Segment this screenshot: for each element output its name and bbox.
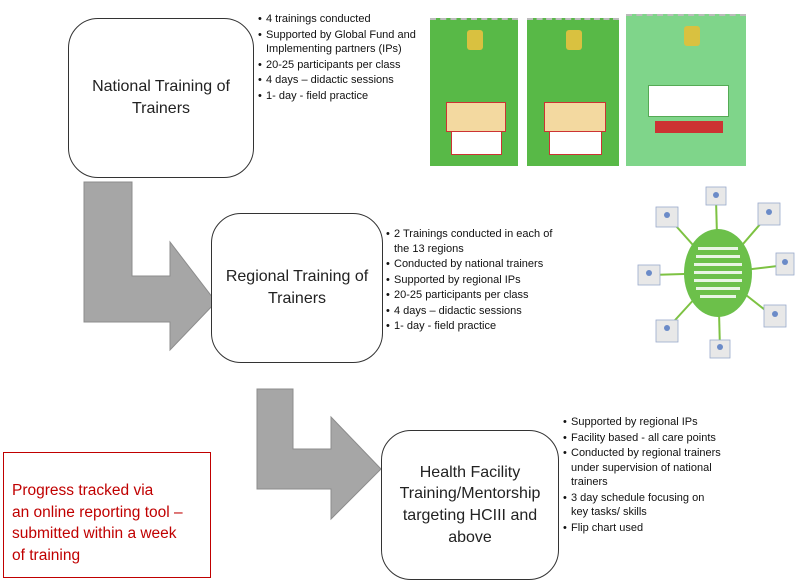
list-item: 1- day - field practice xyxy=(258,89,423,104)
national-training-title: National Training of Trainers xyxy=(92,78,230,117)
list-item: 2 Trainings conducted in each of the 13 … xyxy=(386,227,554,256)
health-facility-training-box: Health Facility Training/Mentorship targ… xyxy=(381,430,559,580)
health-facility-training-details: Supported by regional IPs Facility based… xyxy=(563,415,723,536)
list-item: Supported by Global Fund and Implementin… xyxy=(258,28,423,57)
list-item: 4 trainings conducted xyxy=(258,12,423,27)
health-worker-guide-image xyxy=(626,14,746,166)
regional-training-title: Regional Training of Trainers xyxy=(225,268,369,307)
list-item: 4 days – didactic sessions xyxy=(386,304,554,319)
list-item: 20-25 participants per class xyxy=(258,58,423,73)
national-training-details: 4 trainings conducted Supported by Globa… xyxy=(258,12,423,104)
national-training-box: National Training of Trainers xyxy=(68,18,254,178)
facilitator-manual-image-2 xyxy=(527,18,619,166)
regional-training-box: Regional Training of Trainers xyxy=(211,213,383,363)
crest-icon xyxy=(565,30,582,50)
list-item: 1- day - field practice xyxy=(386,319,554,334)
list-item: Facility based - all care points xyxy=(563,431,723,446)
list-item: 20-25 participants per class xyxy=(386,288,554,303)
regional-training-details: 2 Trainings conducted in each of the 13 … xyxy=(386,227,554,335)
training-mindmap-image xyxy=(637,186,795,359)
list-item: Conducted by regional trainers under sup… xyxy=(563,446,723,490)
progress-tracking-text: Progress tracked via an online reporting… xyxy=(12,482,183,564)
crest-icon xyxy=(683,26,700,46)
flow-arrow-national-to-regional xyxy=(83,181,217,352)
progress-tracking-note: Progress tracked via an online reporting… xyxy=(3,452,211,578)
list-item: Conducted by national trainers xyxy=(386,257,554,272)
list-item: Flip chart used xyxy=(563,521,723,536)
flow-arrow-regional-to-facility xyxy=(256,388,382,521)
health-facility-training-title: Health Facility Training/Mentorship targ… xyxy=(399,463,541,546)
list-item: Supported by regional IPs xyxy=(386,273,554,288)
list-item: Supported by regional IPs xyxy=(563,415,723,430)
list-item: 4 days – didactic sessions xyxy=(258,73,423,88)
list-item: 3 day schedule focusing on key tasks/ sk… xyxy=(563,491,723,520)
crest-icon xyxy=(466,30,483,50)
facilitator-manual-image-1 xyxy=(430,18,518,166)
